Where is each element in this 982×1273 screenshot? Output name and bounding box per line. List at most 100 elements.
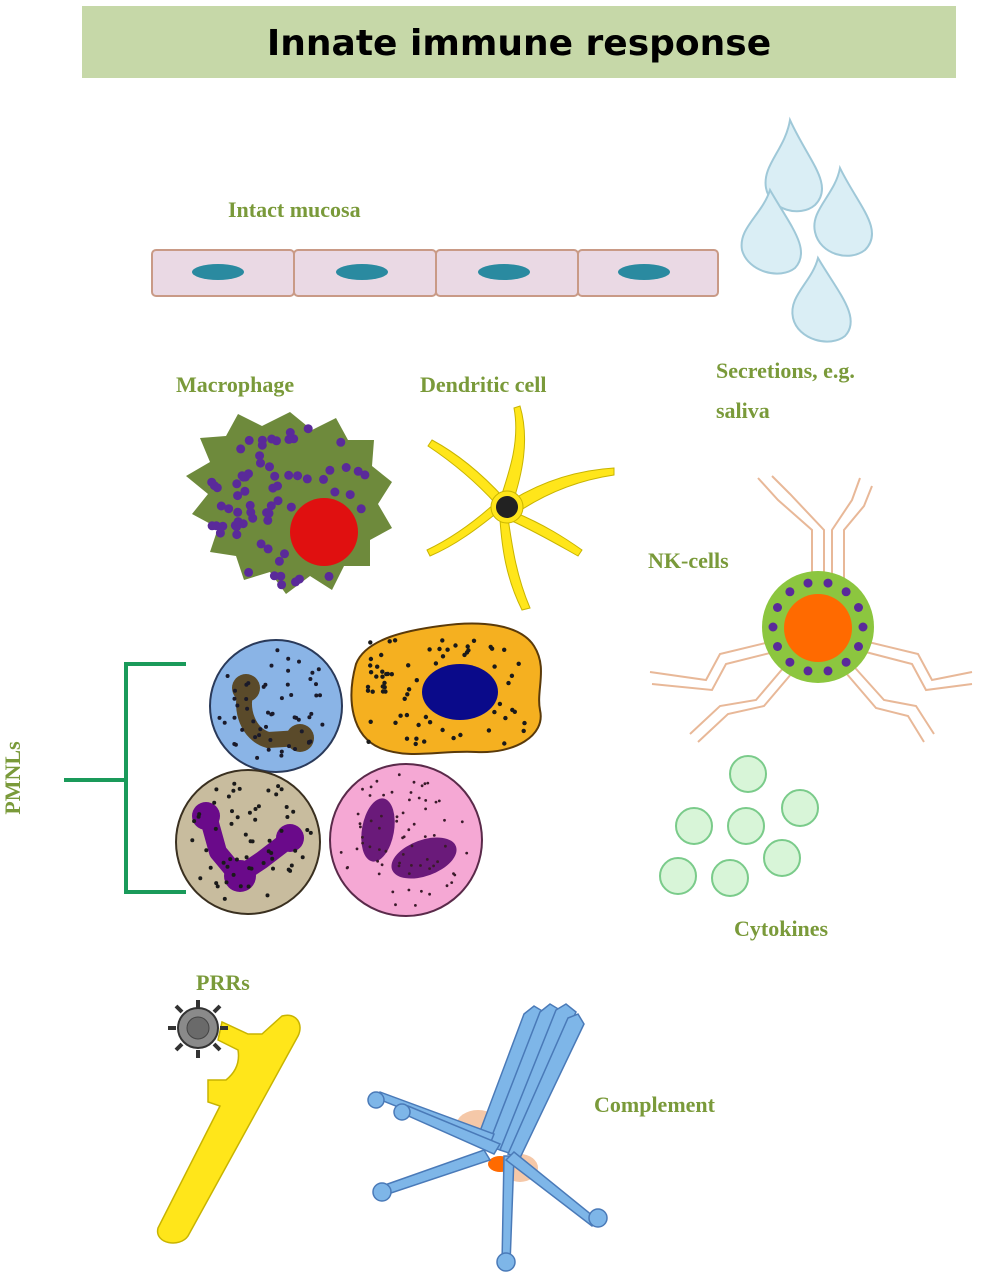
- granule: [502, 741, 507, 746]
- dendritic-cell: [426, 405, 615, 611]
- granule: [395, 815, 399, 819]
- droplet: [813, 164, 874, 257]
- granule: [224, 880, 229, 885]
- granule: [233, 688, 237, 693]
- label-prrs: PRRs: [196, 970, 250, 995]
- macrophage-nucleus: [290, 498, 358, 566]
- granule: [423, 714, 429, 720]
- granule: [358, 822, 362, 826]
- granule: [250, 839, 255, 844]
- droplet: [764, 116, 824, 213]
- granule: [279, 749, 284, 754]
- pmnls-bracket: [64, 662, 186, 894]
- granule: [307, 740, 311, 744]
- granule: [387, 639, 392, 644]
- granule: [233, 491, 243, 501]
- granule: [404, 736, 410, 741]
- granule: [235, 815, 240, 820]
- pink-cell-nucleus-lobe: [391, 837, 457, 879]
- granule: [253, 817, 258, 822]
- granule: [492, 709, 497, 715]
- granule: [341, 463, 351, 472]
- granule: [416, 722, 421, 728]
- granule: [236, 444, 246, 454]
- granule: [453, 873, 457, 877]
- granule: [324, 571, 334, 581]
- granule: [215, 528, 225, 538]
- granule: [465, 851, 469, 855]
- granule: [437, 799, 441, 803]
- eosinophil-nucleus: [422, 664, 498, 720]
- cytokine: [675, 807, 713, 845]
- granule: [244, 435, 254, 445]
- granule: [268, 483, 278, 493]
- complement-knob: [393, 1103, 411, 1121]
- complement-knob: [367, 1091, 385, 1109]
- granule: [422, 739, 427, 744]
- receptor: [843, 485, 873, 590]
- granule: [232, 781, 237, 786]
- granule: [361, 787, 364, 791]
- complement-arm: [504, 1150, 600, 1227]
- receptor: [697, 665, 799, 743]
- granule: [276, 784, 281, 789]
- granule: [277, 580, 287, 590]
- granule: [458, 732, 463, 738]
- granule: [316, 667, 321, 672]
- cytokine: [727, 807, 765, 845]
- nk-granules: [768, 578, 868, 676]
- granule: [412, 780, 416, 784]
- granule: [284, 470, 294, 480]
- granule: [235, 703, 240, 708]
- diagram-title: Innate immune response: [267, 23, 771, 64]
- granule: [858, 622, 868, 632]
- dendrite: [499, 517, 531, 611]
- granule: [378, 848, 381, 851]
- granule: [204, 848, 209, 853]
- granule: [414, 904, 417, 907]
- granule: [309, 711, 314, 716]
- granule: [265, 462, 274, 472]
- granule: [237, 786, 242, 791]
- granule: [427, 720, 433, 725]
- pathogen-icon: [168, 1000, 228, 1058]
- granule: [380, 814, 383, 818]
- granule: [407, 872, 411, 875]
- granule: [192, 819, 197, 824]
- granule: [247, 810, 252, 815]
- granule: [393, 720, 398, 725]
- granule: [410, 844, 414, 848]
- receptor: [839, 665, 925, 743]
- granule: [374, 674, 379, 679]
- granule: [245, 500, 255, 510]
- granule: [368, 845, 372, 849]
- granule: [471, 638, 477, 643]
- granule: [257, 435, 267, 445]
- granule: [368, 663, 373, 668]
- granule: [266, 747, 271, 752]
- granule: [424, 807, 427, 811]
- granule: [246, 884, 251, 889]
- granule: [266, 849, 271, 854]
- granule: [353, 466, 363, 476]
- granule: [297, 659, 301, 664]
- granule: [266, 788, 271, 793]
- granule: [460, 820, 464, 824]
- granule: [405, 692, 410, 697]
- granule: [232, 715, 237, 720]
- granule: [302, 474, 312, 484]
- label-secretions-line1: Secretions, e.g.: [716, 358, 855, 383]
- granule: [289, 693, 294, 697]
- granule: [379, 652, 384, 658]
- granule: [240, 727, 245, 732]
- granule: [225, 674, 230, 678]
- granule: [382, 680, 387, 686]
- granule: [222, 896, 227, 901]
- nk-receptors: [649, 475, 973, 743]
- granule: [286, 502, 296, 512]
- granule: [284, 805, 289, 809]
- granule: [232, 479, 242, 489]
- granule: [398, 861, 401, 865]
- granule: [303, 424, 313, 434]
